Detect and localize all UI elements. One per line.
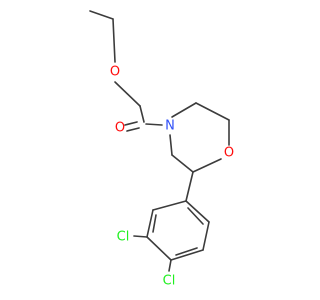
bond-aryl-inner-c (187, 207, 204, 225)
bond-ch3-ch2 (89, 10, 114, 20)
bond-aryl-inner-b (175, 247, 198, 256)
atom-ether-oxygen: O (110, 65, 120, 80)
bond-aryl-c6-c1 (185, 200, 210, 223)
bond-ring-c3-n (169, 134, 173, 156)
bond-c2-aryl (185, 171, 194, 202)
atom-chlorine-meta: Cl (117, 230, 130, 245)
bond-ch2-o-ether (112, 18, 116, 63)
bond-carbonyl-double-b (126, 127, 140, 132)
bond-n-ring-c6 (171, 102, 197, 118)
bond-ring-c2-c3 (171, 154, 194, 173)
atom-ring-oxygen: O (224, 146, 234, 161)
bond-aryl-c5-c6 (202, 221, 210, 251)
background (0, 0, 300, 300)
bond-aryl-c3-c4 (146, 236, 172, 261)
bond-carbonyl-double-a (124, 121, 138, 126)
bond-ring-o-c2 (192, 158, 222, 173)
bond-aryl-inner-a (152, 214, 157, 233)
bonds (89, 10, 230, 272)
atom-carbonyl-oxygen: O (115, 121, 125, 136)
bond-ch2-carbonyl (139, 105, 145, 123)
molecule-diagram: O O N O Cl Cl (0, 0, 300, 300)
bond-aryl-c4-c5 (170, 249, 204, 261)
bond-carbonyl-n (145, 123, 163, 126)
atom-ring-nitrogen: N (165, 119, 175, 134)
bond-c4-cl-para (168, 259, 172, 272)
bond-o-ether-ch2 (114, 81, 141, 107)
atom-labels: O O N O Cl Cl (110, 65, 234, 289)
bond-ring-c6-c5 (195, 102, 230, 121)
bond-aryl-c2-c3 (146, 209, 154, 238)
atom-chlorine-para: Cl (163, 274, 176, 289)
bond-c3-cl-meta (133, 235, 148, 238)
bond-aryl-c1-c2 (152, 200, 187, 211)
